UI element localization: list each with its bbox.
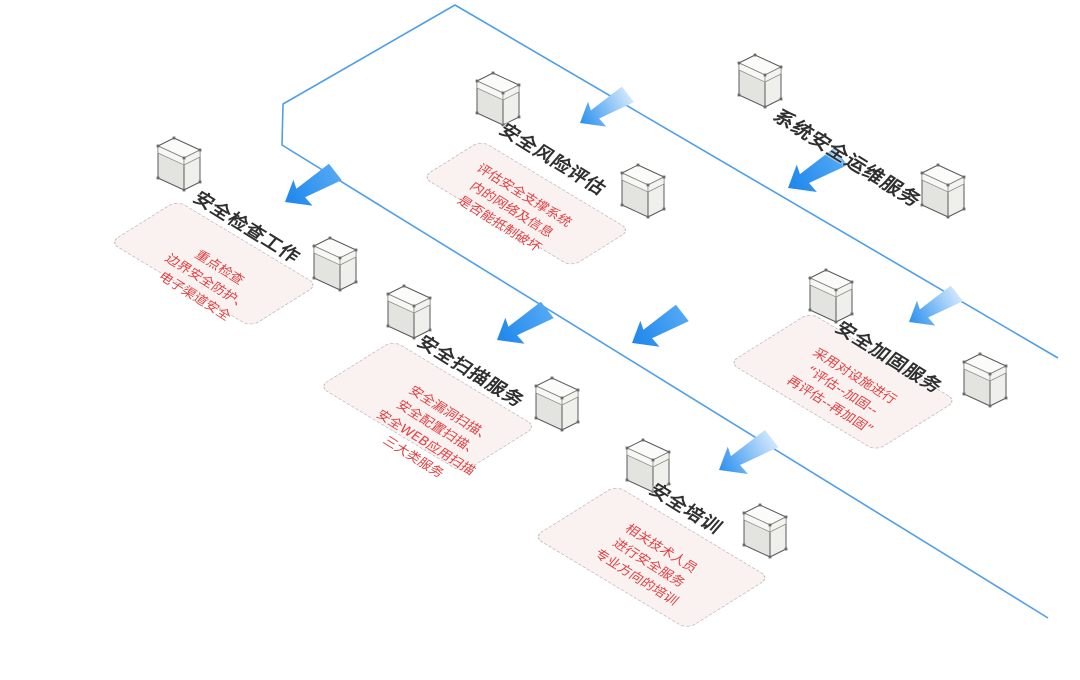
server-tower-icon <box>386 284 432 340</box>
server-tower-icon <box>620 163 666 219</box>
platform-outline <box>281 4 1059 619</box>
server-tower-icon <box>962 352 1008 408</box>
server-tower-icon <box>312 236 358 292</box>
flow-arrow-down-left-icon <box>572 82 639 137</box>
server-tower-icon <box>534 376 580 432</box>
server-tower-icon <box>737 53 783 109</box>
server-tower-icon <box>742 503 788 559</box>
flow-arrow-down-left-icon <box>277 159 346 217</box>
server-tower-icon <box>156 136 202 192</box>
flow-arrow-down-left-icon <box>901 281 968 336</box>
flow-arrow-down-left-icon <box>711 425 783 486</box>
flow-arrow-down-left-icon <box>624 300 693 358</box>
flow-arrow-down-left-icon <box>489 297 558 355</box>
